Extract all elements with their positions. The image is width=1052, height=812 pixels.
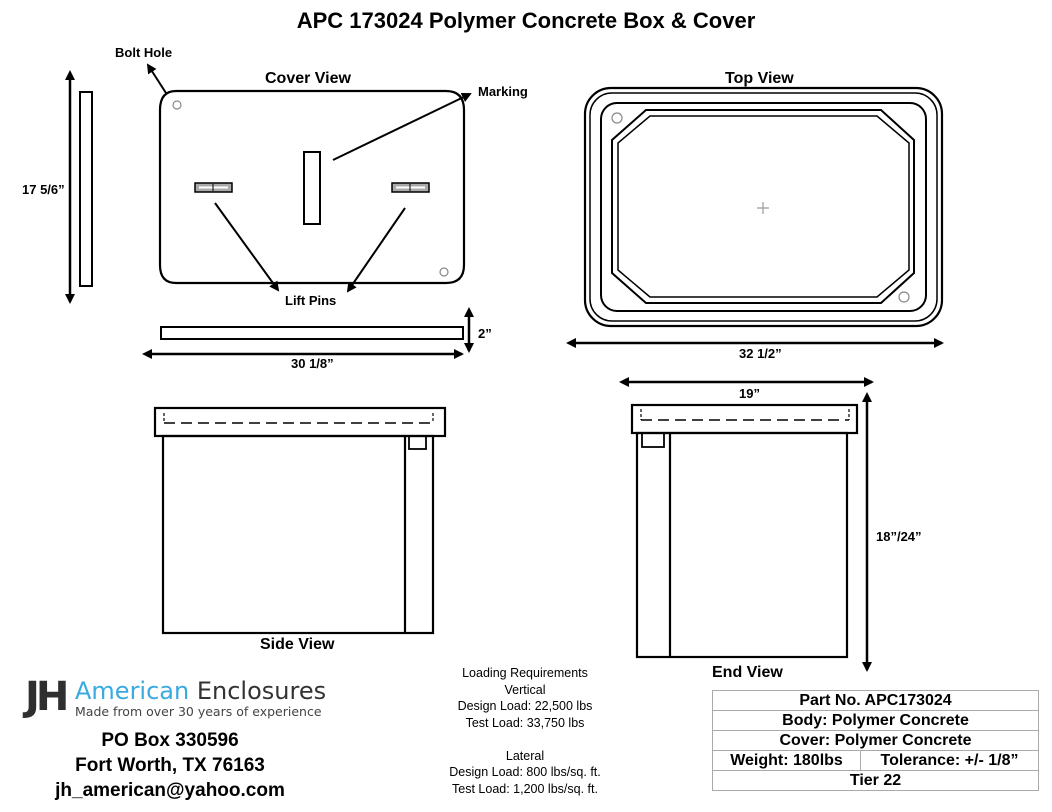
side-view-label: Side View [260,636,335,653]
part-number: Part No. APC173024 [712,690,1039,711]
lift-pin-icon [194,182,233,193]
loading-heading: Loading Requirements [462,666,588,680]
cover-thickness-dimension: 2” [478,326,492,341]
address-line-1: PO Box 330596 [101,730,239,751]
bolt-hole-icon [898,291,910,303]
tier-rating: Tier 22 [712,770,1039,791]
lateral-design-load: Design Load: 800 lbs/sq. ft. [449,765,601,779]
vertical-heading: Vertical [504,682,546,697]
vertical-test-load: Test Load: 33,750 lbs [465,715,585,730]
end-width-dimension: 19” [739,386,760,401]
vertical-design-load: Design Load: 22,500 lbs [457,699,593,713]
company-name: American Enclosures [75,677,327,705]
company-address: PO Box 330596 Fort Worth, TX 76163 jh_am… [30,728,310,803]
loading-requirements: Loading Requirements Vertical Design Loa… [420,665,630,797]
drawing-title: APC 173024 Polymer Concrete Box & Cover [296,8,756,33]
marking-label: Marking [478,84,528,99]
body-material: Body: Polymer Concrete [712,710,1039,731]
lift-pin-icon [391,182,430,193]
bolt-hole-icon [611,112,623,124]
cover-view-label: Cover View [265,70,351,87]
bolt-hole-icon [172,100,182,110]
top-length-dimension: 32 1/2” [739,346,782,361]
lateral-test-load: Test Load: 1,200 lbs/sq. ft. [452,781,598,796]
end-view-drawing [619,377,874,672]
logo-mark: JH [25,674,69,720]
bolt-hole-icon [439,267,449,277]
tolerance: Tolerance: +/- 1/8” [860,750,1039,771]
cover-view-drawing [142,63,474,359]
lift-pins-label: Lift Pins [285,293,337,308]
cover-width-dimension: 17 5/6” [22,182,65,197]
address-line-2: Fort Worth, TX 76163 [75,755,265,776]
side-view-drawing [153,406,447,635]
top-view-label: Top View [725,70,794,87]
cover-edge-view [65,70,93,304]
cover-length-dimension: 30 1/8” [291,356,334,371]
spec-table: Part No. APC173024 Body: Polymer Concret… [712,690,1039,791]
company-email: jh_american@yahoo.com [55,780,285,801]
company-tagline: Made from over 30 years of experience [75,704,322,719]
end-height-dimension: 18”/24” [876,529,922,544]
bolt-hole-label: Bolt Hole [115,45,173,60]
cover-material: Cover: Polymer Concrete [712,730,1039,751]
top-view-drawing [566,86,944,348]
lateral-heading: Lateral [505,748,545,763]
end-view-label: End View [712,664,783,681]
weight: Weight: 180lbs [712,750,861,771]
